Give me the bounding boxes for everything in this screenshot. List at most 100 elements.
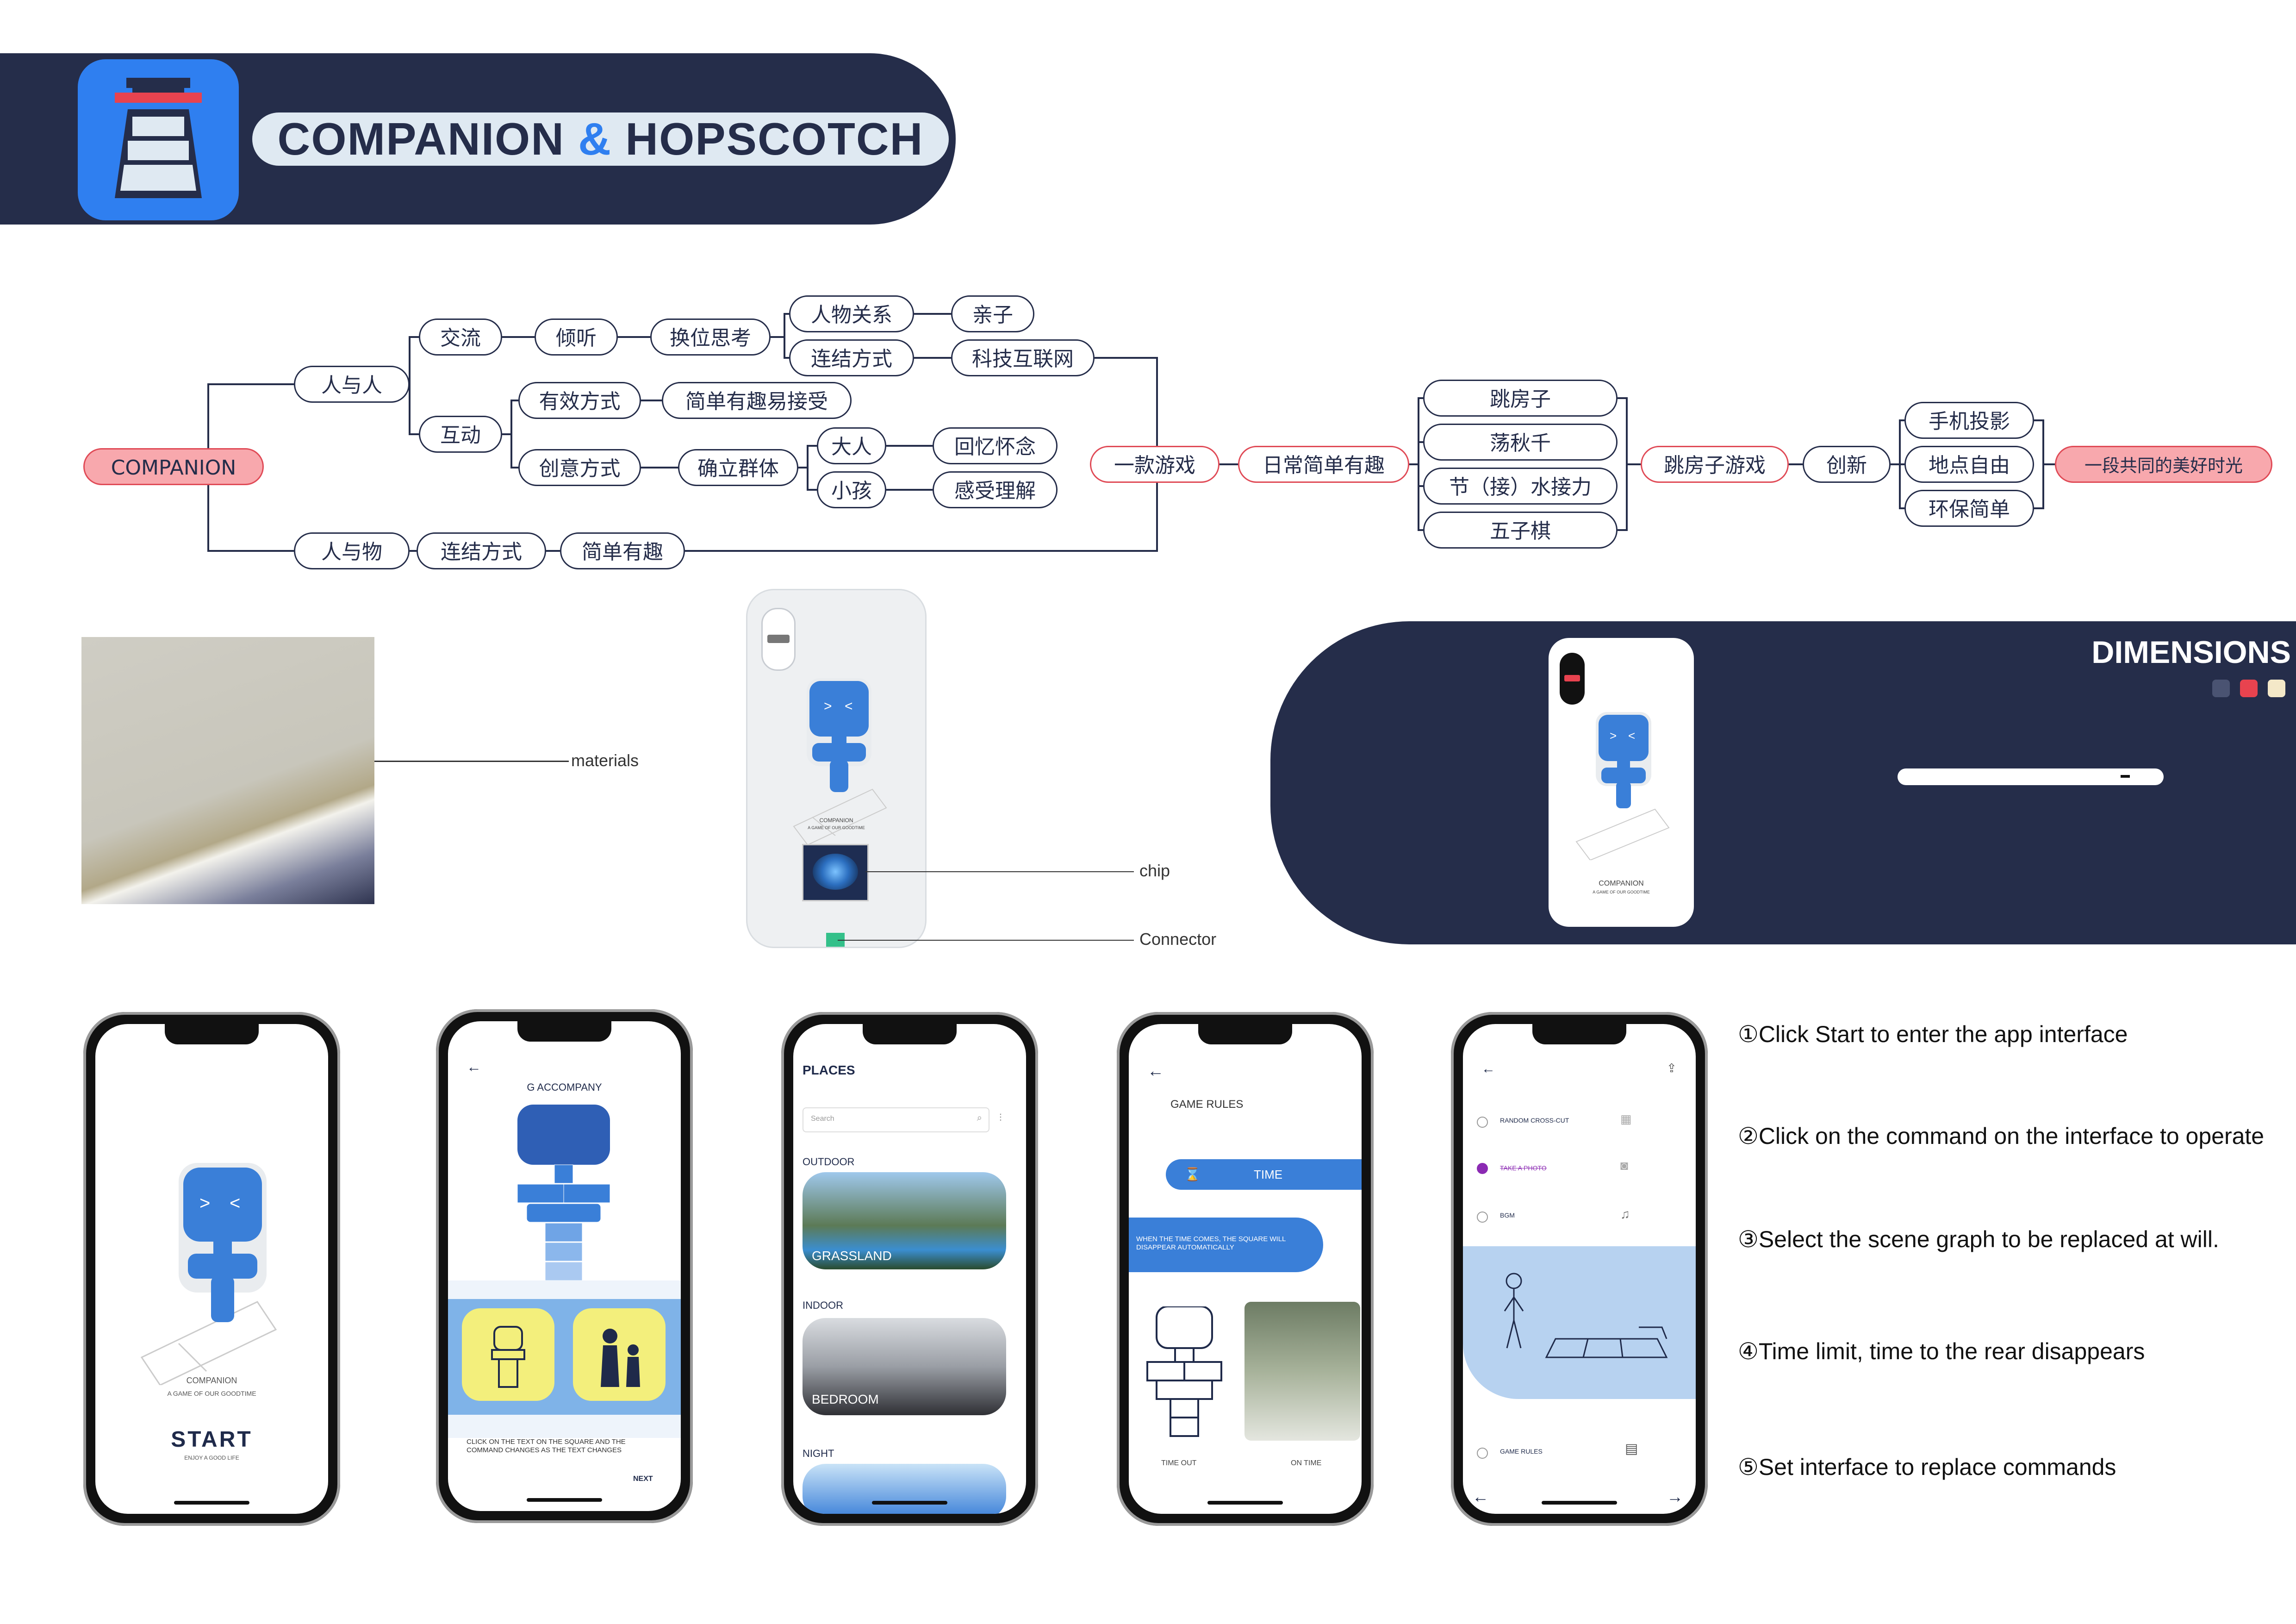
mindmap-swing: 荡秋千	[1423, 424, 1618, 461]
svg-text:>: >	[199, 1193, 210, 1213]
mindmap-connect-mode: 连结方式	[789, 339, 914, 376]
back-arrow-icon[interactable]: ←	[1481, 1061, 1495, 1076]
time-bar[interactable]: ⌛ TIME	[1166, 1159, 1362, 1190]
mindmap-hopscotch: 跳房子	[1423, 380, 1618, 417]
start-logo-figure: ><	[140, 1163, 277, 1385]
mindmap-relay: 节（接）水接力	[1423, 468, 1618, 505]
mindmap-connect-mode-2: 连结方式	[417, 532, 546, 569]
camera-window	[761, 608, 796, 671]
mindmap-simple-fun: 简单有趣易接受	[662, 382, 852, 419]
step-5: ⑤Set interface to replace commands	[1738, 1454, 2116, 1480]
grassland-label: GRASSLAND	[812, 1249, 892, 1263]
hourglass-icon: ⌛	[1184, 1167, 1201, 1181]
mindmap-child: 小孩	[817, 471, 886, 508]
accompany-title: G ACCOMPANY	[527, 1081, 602, 1093]
svg-text:<: <	[845, 699, 853, 714]
hopscotch-grid-figure	[517, 1105, 610, 1281]
on-time-caption: ON TIME	[1291, 1459, 1322, 1467]
bedroom-label: BEDROOM	[812, 1392, 879, 1406]
hopscotch-option-icon	[491, 1326, 525, 1388]
phone-rules-screen: ← GAME RULES ⌛ TIME WHEN THE TIME COMES,…	[1117, 1012, 1374, 1526]
prev-arrow-icon[interactable]: ←	[1472, 1487, 1489, 1506]
home-indicator	[1542, 1501, 1617, 1505]
home-indicator	[872, 1501, 947, 1505]
connector-leader-line	[838, 940, 1134, 941]
places-screen: PLACES Search ⌕ ⫶ OUTDOOR GRASSLAND INDO…	[793, 1024, 1026, 1514]
next-button[interactable]: NEXT	[633, 1475, 653, 1483]
time-out-grid-figure	[1146, 1306, 1222, 1437]
random-radio[interactable]	[1477, 1117, 1488, 1128]
accompany-screen: ← G ACCOMPANY CLICK ON THE TEXT ON THE S…	[448, 1021, 681, 1511]
hopscotch-option-card[interactable]	[462, 1308, 554, 1401]
rules-screen: ← GAME RULES ⌛ TIME WHEN THE TIME COMES,…	[1129, 1024, 1362, 1514]
mindmap-feel: 感受理解	[933, 471, 1058, 508]
step-3: ③Select the scene graph to be replaced a…	[1738, 1226, 2219, 1252]
phone-notch	[1198, 1024, 1292, 1044]
bgm-radio[interactable]	[1477, 1212, 1488, 1223]
time-label: TIME	[1254, 1168, 1283, 1181]
chip-image	[802, 844, 869, 901]
camera-lens-bar	[767, 635, 790, 643]
start-tagline: A GAME OF OUR GOODTIME	[167, 1390, 256, 1397]
companion-logo-figure: ><	[793, 678, 887, 846]
phone-start-screen: >< COMPANION A GAME OF OUR GOODTIME STAR…	[83, 1012, 340, 1526]
materials-leader-line	[374, 761, 569, 762]
mindmap-group: 确立群体	[678, 449, 798, 486]
music-icon[interactable]: ♫	[1620, 1207, 1630, 1221]
mindmap-hopscotch-game: 跳房子游戏	[1641, 446, 1789, 483]
enjoy-caption: ENJOY A GOOD LIFE	[184, 1455, 239, 1461]
search-input[interactable]: Search ⌕	[803, 1107, 989, 1132]
places-title: PLACES	[803, 1063, 855, 1077]
bedroom-card[interactable]: BEDROOM	[803, 1318, 1006, 1415]
phone-case-front: >< COMPANION A GAME OF OUR GOODTIME	[1549, 638, 1694, 927]
phone-case-transparent: >< COMPANION A GAME OF OUR GOODTIME	[746, 589, 927, 948]
mindmap-person-object: 人与物	[294, 532, 410, 569]
random-cross-cut-label: RANDOM CROSS-CUT	[1500, 1117, 1569, 1124]
step-1: ①Click Start to enter the app interface	[1738, 1021, 2128, 1047]
page-title: COMPANION & HOPSCOTCH	[277, 113, 924, 164]
companion-option-card[interactable]	[573, 1308, 666, 1401]
start-screen: >< COMPANION A GAME OF OUR GOODTIME STAR…	[95, 1024, 328, 1514]
start-button[interactable]: START	[171, 1427, 253, 1452]
time-out-caption: TIME OUT	[1161, 1459, 1197, 1467]
bgm-label: BGM	[1500, 1212, 1515, 1219]
back-arrow-icon[interactable]: ←	[467, 1058, 481, 1075]
mindmap-gomoku: 五子棋	[1423, 512, 1618, 549]
back-arrow-icon[interactable]: ←	[1147, 1061, 1164, 1080]
people-silhouette-icon	[601, 1329, 640, 1387]
indoor-section-title: INDOOR	[803, 1299, 843, 1311]
rules-radio[interactable]	[1477, 1448, 1488, 1459]
camera-icon[interactable]: ◙	[1620, 1158, 1628, 1173]
next-arrow-icon[interactable]: →	[1667, 1487, 1683, 1506]
start-brand: COMPANION	[186, 1376, 237, 1385]
svg-text:<: <	[230, 1193, 240, 1213]
rule-note-text: WHEN THE TIME COMES, THE SQUARE WILL DIS…	[1136, 1235, 1286, 1251]
share-icon[interactable]: ⇪	[1667, 1061, 1677, 1075]
phone-accompany-screen: ← G ACCOMPANY CLICK ON THE TEXT ON THE S…	[436, 1009, 693, 1523]
color-swatch-navy	[2212, 680, 2230, 697]
mindmap-tech-internet: 科技互联网	[951, 339, 1095, 376]
take-photo-radio-selected[interactable]	[1477, 1163, 1488, 1174]
color-swatch-cream	[2268, 680, 2285, 697]
filter-icon[interactable]: ⫶	[999, 1112, 1002, 1124]
night-card[interactable]	[803, 1464, 1006, 1514]
document-icon[interactable]: ▤	[1625, 1441, 1638, 1456]
rules-title: GAME RULES	[1170, 1098, 1244, 1111]
phone-settings-screen: ← ⇪ RANDOM CROSS-CUT ▦ TAKE A PHOTO ◙ BG…	[1451, 1012, 1708, 1526]
grassland-card[interactable]: GRASSLAND	[803, 1172, 1006, 1269]
search-icon[interactable]: ⌕	[977, 1113, 982, 1123]
camera-indicator	[1564, 675, 1580, 681]
night-section-title: NIGHT	[803, 1448, 834, 1459]
mindmap-interaction: 互动	[419, 416, 502, 453]
case-tagline: A GAME OF OUR GOODTIME	[808, 825, 865, 830]
mindmap-eco-simple: 环保简单	[1904, 490, 2034, 527]
mindmap-good-time: 一段共同的美好时光	[2055, 446, 2272, 483]
random-grid-icon: ▦	[1620, 1112, 1632, 1126]
accompany-instructions: CLICK ON THE TEXT ON THE SQUARE AND THE …	[467, 1438, 626, 1454]
mindmap-free-place: 地点自由	[1904, 446, 2034, 483]
mindmap-innovation: 创新	[1803, 446, 1891, 483]
mindmap-person-person: 人与人	[294, 366, 410, 403]
chip-glow	[813, 854, 858, 890]
materials-swatch-image	[81, 637, 374, 904]
game-rules-label: GAME RULES	[1500, 1448, 1543, 1455]
